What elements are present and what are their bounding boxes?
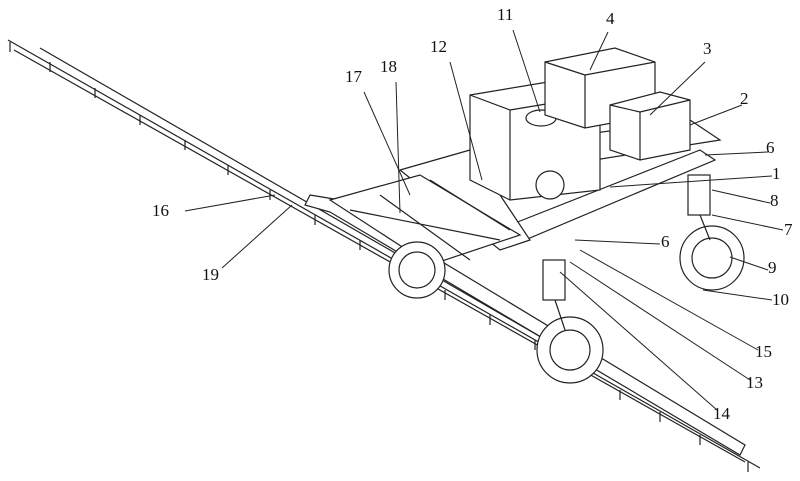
- leader-lines: [184, 29, 784, 411]
- wheels: [388, 170, 745, 384]
- label-4: 4: [606, 9, 615, 28]
- label-13: 13: [746, 373, 763, 392]
- label-14: 14: [713, 404, 730, 423]
- label-8: 8: [770, 191, 779, 210]
- label-16: 16: [152, 201, 169, 220]
- label-17: 17: [345, 67, 362, 86]
- label-15: 15: [755, 342, 772, 361]
- label-2: 2: [740, 89, 749, 108]
- label-1: 1: [772, 164, 781, 183]
- label-12: 12: [430, 37, 447, 56]
- label-6-top: 6: [766, 138, 775, 157]
- label-9: 9: [768, 258, 777, 277]
- tanks: [469, 47, 691, 201]
- label-18: 18: [380, 57, 397, 76]
- label-11: 11: [497, 5, 514, 24]
- label-3: 3: [703, 39, 712, 58]
- label-19: 19: [202, 265, 219, 284]
- label-6-bottom: 6: [661, 232, 670, 251]
- label-10: 10: [772, 290, 789, 309]
- label-7: 7: [784, 220, 793, 239]
